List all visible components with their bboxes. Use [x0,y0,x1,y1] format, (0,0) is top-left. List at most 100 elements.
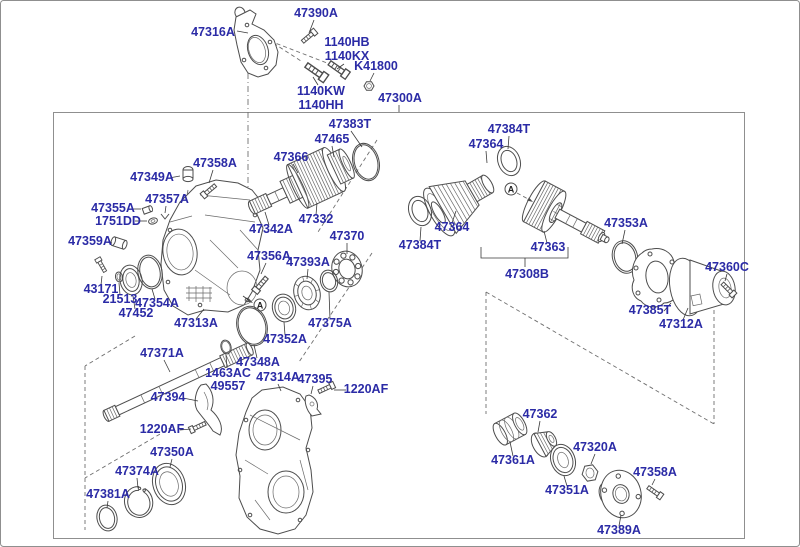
part-label-47363: 47363 [531,240,566,254]
part-47320a-nut [581,464,599,482]
part-label-47374a: 47374A [115,464,159,478]
part-label-47362: 47362 [523,407,558,421]
part-label-47383t: 47383T [329,117,372,131]
part-label-49557: 49557 [211,379,246,393]
part-47371a-shaft [102,342,254,422]
part-label-47384t-bottom: 47384T [399,238,442,252]
part-47384t-bottom-ring [407,195,433,227]
part-label-47389a: 47389A [597,523,641,537]
construction-lines [84,27,715,530]
part-label-47385t: 47385T [629,303,672,317]
part-label-1140hh: 1140HH [298,98,343,112]
part-label-47350a: 47350A [150,445,194,459]
part-label-47353a: 47353A [604,216,648,230]
part-label-47358a-bottom: 47358A [633,465,677,479]
part-labels: 47316A 47390A 1140HB 1140KX K41800 1140K… [68,6,749,537]
part-k41800-nut [363,81,375,91]
part-47370-bearing [331,250,363,288]
part-label-1220af-right: 1220AF [344,382,389,396]
part-1751dd-washer [148,217,158,225]
part-47312a-extension-housing [668,257,736,317]
part-47384t-top-ring [496,145,522,177]
part-label-47394: 47394 [151,390,186,404]
part-47313a-housing [160,179,264,316]
callout-a-letter: A [257,300,264,310]
part-label-47395: 47395 [298,372,333,386]
part-47393a-seal [293,275,321,311]
part-47361a-spacer [492,412,528,446]
part-label-47332: 47332 [299,212,334,226]
part-47381a-ring [96,504,118,532]
part-47363-gear-shaft [521,180,610,244]
part-label-47351a: 47351A [545,483,589,497]
part-label-47393a: 47393A [286,255,330,269]
part-label-47349a: 47349A [130,170,174,184]
part-label-47316a: 47316A [191,25,235,39]
part-47355a-plug [141,205,154,215]
part-label-47352a: 47352A [263,332,307,346]
part-47394-fork [194,383,222,436]
part-label-47357a: 47357A [145,192,189,206]
part-label-47359a: 47359A [68,234,112,248]
part-label-47452: 47452 [119,306,154,320]
part-label-47300a: 47300A [378,91,422,105]
part-47390a-bolt [299,27,319,45]
part-label-47342a: 47342A [249,222,293,236]
callout-a-left: A [242,295,267,312]
part-47374a-snap-ring [124,486,154,518]
part-1220af-left-bolt [187,419,208,435]
part-47358a-bottom-bolt [645,483,665,501]
part-label-1463ac: 1463AC [205,366,251,380]
part-47389a-flange [598,469,642,519]
part-47383t-oring [352,142,380,182]
part-label-47465: 47465 [315,132,350,146]
part-label-1140hb: 1140HB [324,35,369,49]
leader-lines [100,19,728,527]
part-47354a-oring [137,254,163,290]
part-1463ac-ring [220,339,232,355]
part-label-1140kw: 1140KW [297,84,345,98]
part-47395-bracket [304,394,322,417]
part-label-47370: 47370 [330,229,365,243]
part-label-43171: 43171 [84,282,119,296]
part-label-47360c: 47360C [705,260,749,274]
part-label-47314a: 47314A [256,370,300,384]
part-label-21513: 21513 [103,292,138,306]
part-47352a-seal [271,293,297,323]
part-47359a-sleeve [110,236,128,250]
part-label-47354a: 47354A [135,296,179,310]
part-label-47313a: 47313A [174,316,218,330]
part-label-47381a: 47381A [86,487,130,501]
part-label-47364-top: 47364 [469,137,504,151]
part-43171-bolt [94,256,109,274]
part-label-47371a: 47371A [140,346,184,360]
part-47349a-plug [182,166,194,183]
part-47314a-cover [235,386,314,535]
part-21513-ring [114,271,124,283]
assembly-47308b-bracket [480,247,569,267]
part-label-47384t-top: 47384T [488,122,531,136]
part-47357a-clip [160,213,170,220]
part-label-47358a-top: 47358A [193,156,237,170]
part-label-47375a: 47375A [308,316,352,330]
part-label-47355a: 47355A [91,201,135,215]
part-47375a-ring [319,269,339,293]
part-47351a-seal [549,443,577,477]
part-label-47308b: 47308B [505,267,549,281]
part-47316a-bracket [233,6,279,78]
part-label-47320a: 47320A [573,440,617,454]
part-1140kw-bolt [302,60,330,84]
assembly-box [53,112,745,539]
part-label-1751dd: 1751DD [95,214,141,228]
part-label-47348a: 47348A [236,355,280,369]
part-label-k41800: K41800 [354,59,398,73]
part-label-47366: 47366 [274,150,309,164]
part-label-47390a: 47390A [294,6,338,20]
part-label-47312a: 47312A [659,317,703,331]
part-47348a-oring [236,305,268,347]
part-label-47356a: 47356A [247,249,291,263]
part-label-1220af-left: 1220AF [140,422,185,436]
part-label-1140kx: 1140KX [325,49,370,63]
part-47350a-seal [151,462,187,506]
